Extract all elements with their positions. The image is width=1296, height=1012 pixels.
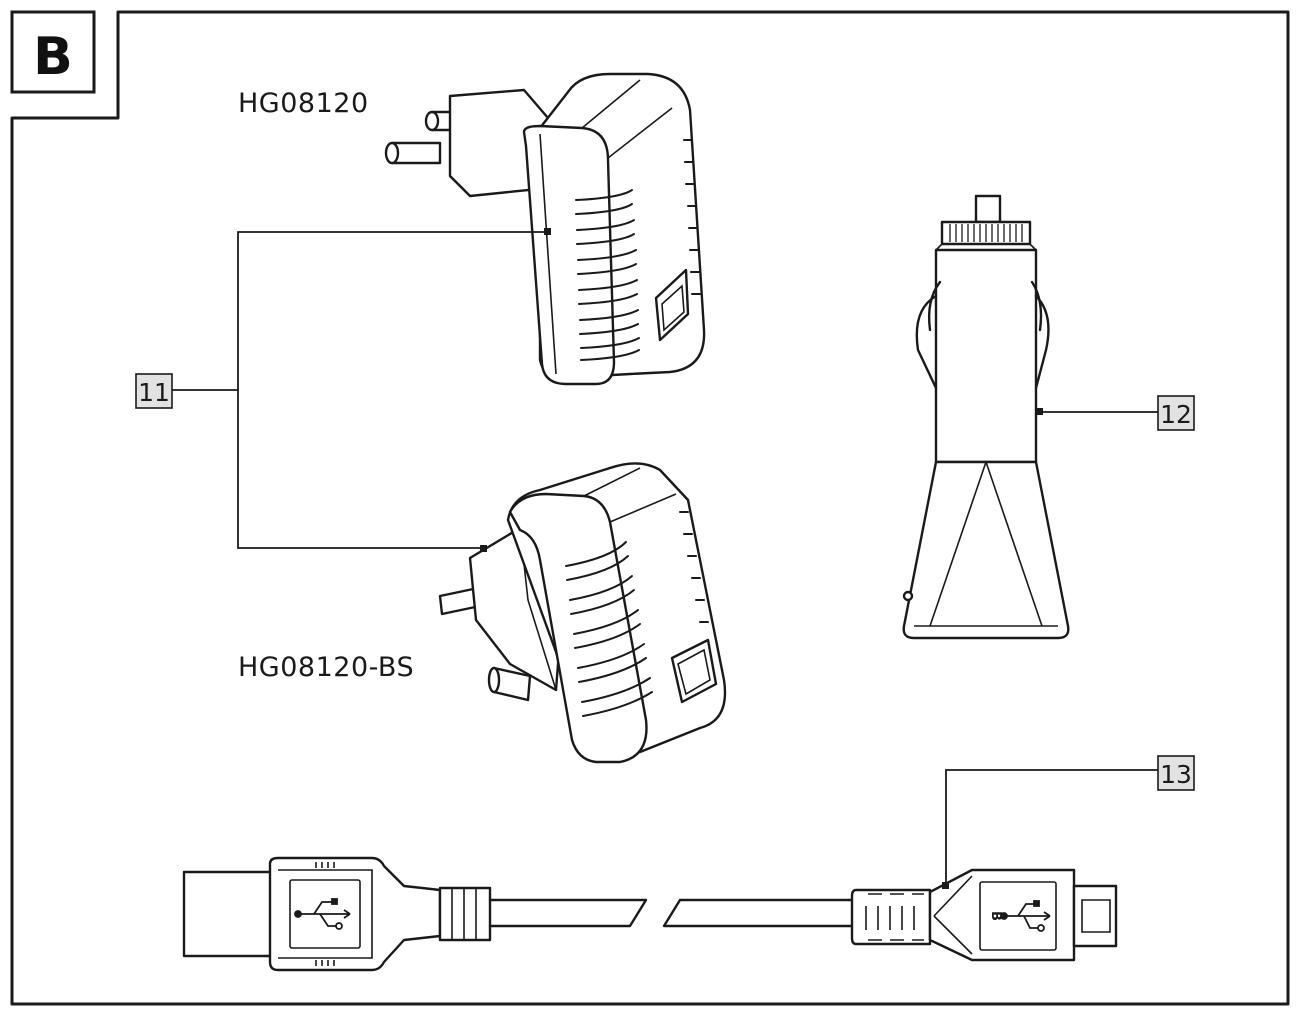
callout-13: 13 (1157, 755, 1195, 791)
usb-trident-icon (294, 898, 351, 930)
svg-text:11: 11 (138, 378, 170, 407)
svg-text:12: 12 (1160, 400, 1192, 429)
usb-trident-icon-micro (1000, 900, 1051, 932)
car-adapter (902, 194, 1070, 640)
eu-wall-adapter (384, 72, 706, 386)
micro-end-letter: B (988, 911, 1003, 921)
callout-12: 12 (1157, 395, 1195, 431)
leader-lines (172, 228, 1158, 889)
svg-text:13: 13 (1160, 760, 1192, 789)
panel-label-box (10, 10, 96, 94)
panel-label: B (33, 27, 73, 87)
model-label-eu: HG08120 (238, 88, 369, 119)
usb-cable: B (182, 856, 1118, 972)
uk-wall-adapter (438, 462, 727, 764)
model-label-uk: HG08120-BS (238, 652, 414, 683)
diagram-frame (10, 10, 1290, 1006)
callout-11: 11 (135, 373, 173, 409)
